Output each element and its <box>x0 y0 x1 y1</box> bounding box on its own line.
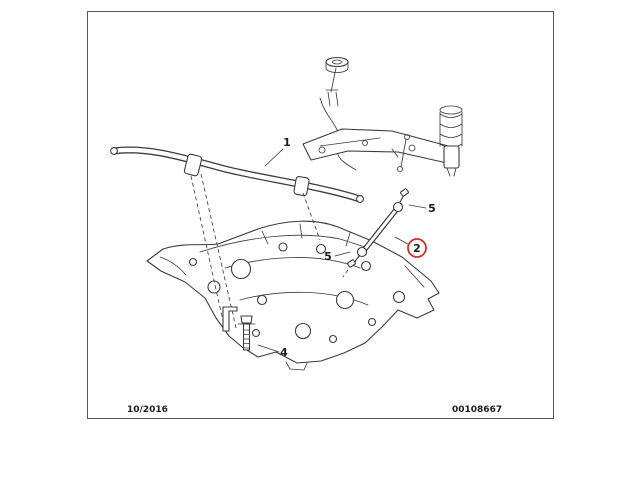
bar-bushing-clamp-left <box>183 153 203 177</box>
subframe-hole <box>207 280 221 294</box>
strut-body <box>443 145 460 169</box>
bar-end-right <box>356 195 364 203</box>
guide-line <box>200 173 237 329</box>
subframe-hole <box>294 322 312 340</box>
assembly-link <box>400 138 407 168</box>
guide-line <box>302 192 321 241</box>
callout-5-upper-leader <box>408 204 427 209</box>
callouts: 1 2 4 5 5 <box>257 136 436 359</box>
callout-1-label: 1 <box>283 136 291 149</box>
subframe-hole <box>335 290 355 310</box>
strut-mount-cup <box>325 56 349 68</box>
footer: 10/2016 00108667 <box>127 405 502 415</box>
callout-5-lower-leader <box>334 251 351 257</box>
clamp-bracket <box>222 306 238 332</box>
footer-date-code: 10/2016 <box>127 405 168 415</box>
lower-link-nut <box>347 259 356 268</box>
assembly-link-eye <box>404 134 410 140</box>
bar-bushing-clamp-right <box>293 176 310 197</box>
stabilizer-bar-tube-fill <box>111 147 363 202</box>
bar-end-left <box>110 147 118 155</box>
upper-link-nut <box>400 188 409 197</box>
subframe-inner-ribs <box>159 223 425 371</box>
callout-2-highlight-circle <box>407 238 427 258</box>
callout-1-leader <box>264 148 284 167</box>
subframe-holes <box>188 242 406 344</box>
callout-4-label: 4 <box>280 346 288 359</box>
clamp-bracket-drawing <box>222 306 238 332</box>
stabilizer-bar-drawing <box>110 146 364 203</box>
link-rod-fill <box>363 208 398 251</box>
link-upper-eye <box>392 201 404 213</box>
guide-line <box>190 175 226 331</box>
callout-5-upper-label: 5 <box>428 202 436 215</box>
subframe-hole <box>360 260 372 272</box>
callout-4-leader <box>257 344 280 353</box>
strut-mount-cup-side <box>325 61 349 73</box>
subframe-assembly-drawing <box>302 56 463 177</box>
subframe-hole <box>328 334 338 344</box>
subframe-hole <box>367 317 377 327</box>
bolt-threads <box>243 329 250 349</box>
bolt-head <box>240 315 253 324</box>
subframe-hole <box>315 243 327 255</box>
assembly-crossmember-rib <box>319 137 399 158</box>
strut-lower-mount <box>446 167 457 177</box>
assembly-hole <box>362 140 368 146</box>
subframe-hole <box>256 294 268 306</box>
subframe-hole <box>392 290 406 304</box>
coil-spring-strut <box>439 105 463 177</box>
callout-2-label: 2 <box>413 242 421 255</box>
spring-top <box>439 105 463 115</box>
subframe-hole <box>188 257 198 267</box>
footer-document-number: 00108667 <box>452 405 502 415</box>
subframe-hole <box>230 258 252 280</box>
bolt-shaft <box>242 323 251 351</box>
link-lower-eye <box>356 246 368 258</box>
subframe-hole <box>251 328 261 338</box>
assembly-hole <box>318 146 326 154</box>
callout-2-leader <box>394 236 409 245</box>
assembly-link-eye <box>397 166 403 172</box>
assembly-hole <box>408 144 416 152</box>
strut-mount-hole <box>332 59 342 65</box>
assembly-link-rod <box>325 67 339 107</box>
callout-5-lower-label: 5 <box>324 250 332 263</box>
mounting-bolt-drawing <box>237 315 256 351</box>
subframe-hole <box>278 242 288 252</box>
stabilizer-link-drawing <box>347 188 409 268</box>
